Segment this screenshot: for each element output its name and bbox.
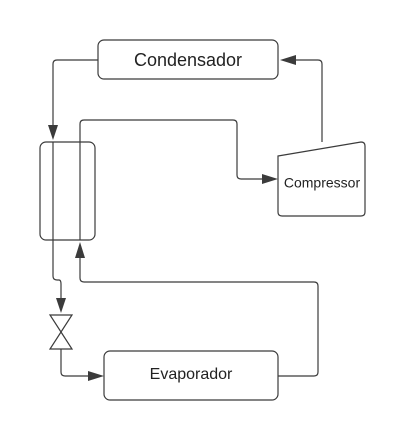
compressor-shape <box>277 141 366 217</box>
arrowhead-into-valve <box>56 298 66 313</box>
expansion-valve[interactable] <box>48 314 74 350</box>
arrowhead-into-exchanger-top <box>48 125 58 140</box>
condenser-node[interactable]: Condensador <box>97 39 279 80</box>
heat-exchanger-node[interactable] <box>39 141 96 241</box>
evaporator-label: Evaporador <box>150 366 233 383</box>
connector-evaporator-to-exchanger <box>79 258 319 377</box>
connector-compressor-to-condenser <box>296 59 323 142</box>
expansion-valve-bottom-triangle <box>48 330 74 350</box>
condenser-label: Condensador <box>134 50 242 70</box>
connector-condenser-to-exchanger <box>52 59 98 125</box>
evaporator-node[interactable]: Evaporador <box>103 350 279 401</box>
expansion-valve-top-triangle <box>48 314 74 334</box>
arrowhead-into-compressor <box>262 174 278 184</box>
heat-exchanger-box <box>39 141 96 241</box>
connector-exchanger-to-compressor <box>79 119 262 180</box>
arrowhead-into-exchanger-bottom <box>75 242 85 258</box>
connector-exchanger-to-valve <box>52 240 62 298</box>
connector-valve-to-evaporator <box>60 349 88 377</box>
compressor-label: Compressor <box>284 175 361 191</box>
arrowhead-into-condenser <box>280 55 296 65</box>
compressor-node[interactable]: Compressor <box>277 141 366 217</box>
arrowhead-into-evaporator <box>88 371 104 381</box>
